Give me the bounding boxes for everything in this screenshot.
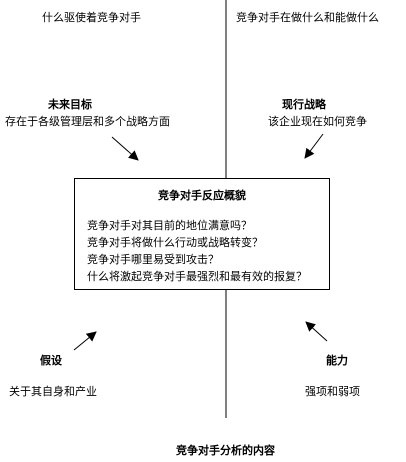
center-question: 竞争对手哪里易受到攻击？ xyxy=(87,253,219,266)
diagram-caption: 竞争对手分析的内容 xyxy=(176,444,275,457)
current-strategy-desc: 该企业现在如何竞争 xyxy=(268,115,367,128)
current-strategy-title: 现行战略 xyxy=(282,98,326,111)
future-goals-title: 未来目标 xyxy=(48,98,92,111)
arrow-capabilities xyxy=(305,321,328,342)
center-title: 竞争对手反应概貌 xyxy=(158,189,246,202)
top-left-label: 什么驱使着竞争对手 xyxy=(42,11,141,24)
assumptions-desc: 关于其自身和产业 xyxy=(9,385,97,398)
arrow-current-strategy xyxy=(304,133,324,159)
capabilities-desc: 强项和弱项 xyxy=(305,385,360,398)
center-question: 竞争对手对其目前的地位满意吗？ xyxy=(87,219,252,232)
arrow-future-goals xyxy=(111,136,139,161)
assumptions-title: 假设 xyxy=(40,354,62,367)
top-right-label: 竞争对手在做什么和能做什么 xyxy=(236,11,379,24)
future-goals-desc: 存在于各级管理层和多个战略方面 xyxy=(5,115,170,128)
capabilities-title: 能力 xyxy=(326,354,348,367)
arrow-assumptions xyxy=(73,331,97,351)
center-question: 什么将激起竞争对手最强烈和最有效的报复？ xyxy=(87,270,307,283)
center-question: 竞争对手将做什么行动或战略转变？ xyxy=(87,236,263,249)
center-box: 竞争对手反应概貌 竞争对手对其目前的地位满意吗？ 竞争对手将做什么行动或战略转变… xyxy=(74,178,330,290)
